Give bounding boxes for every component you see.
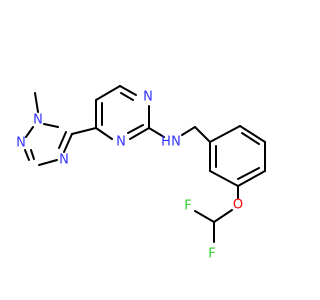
bond-pyr-c2-n3: [129, 127, 150, 140]
atom-n-pyrimidine-top: N: [143, 90, 153, 105]
atom-n-amine: N: [171, 135, 181, 150]
atom-f-top: F: [184, 199, 191, 214]
molecule-structure: N N N H N N N O F F: [16, 85, 266, 262]
bond-benz-5: [209, 170, 239, 187]
atom-h-amine: H: [161, 135, 171, 150]
bond-pyr-c6-n1: [119, 85, 137, 96]
bond-cf-f-top: [194, 210, 215, 223]
bond-pyr-c2-n3-double: [127, 124, 144, 134]
bond-pyr-n3-c4: [95, 127, 113, 140]
bond-ch2-benzene: [194, 126, 211, 143]
bond-triazole-c3-n2-double: [30, 149, 35, 160]
bond-pyr-amine: [148, 127, 165, 138]
bond-triazole-c5-n4-double: [58, 131, 67, 149]
bond-triazole-n2-n1: [25, 126, 34, 138]
bond-o-cf: [213, 209, 233, 223]
atom-f-bottom: F: [208, 247, 215, 262]
bond-triazole-pyrimidine: [71, 127, 97, 135]
bond-benz-4: [237, 170, 266, 187]
bond-triazole-n1-c5: [43, 123, 59, 128]
bond-pyr-c5-c6: [95, 85, 121, 101]
bond-triazole-c5-n4: [63, 133, 73, 153]
atom-n-pyrimidine-bottom: N: [116, 135, 126, 150]
atom-n-triazole-4: N: [59, 153, 69, 168]
atom-n-triazole-2: N: [16, 136, 26, 151]
bond-triazole-n4-c3: [38, 159, 58, 166]
bond-benz-2-double: [241, 132, 260, 145]
bonds: [24, 85, 266, 243]
bond-benz-1: [209, 125, 241, 143]
bond-pyr-c6-n1-double: [120, 92, 134, 101]
atom-o-ether: O: [233, 198, 243, 213]
bond-benz-4-double: [237, 167, 260, 180]
bond-amine-ch2: [181, 126, 196, 136]
atom-labels: N N N H N N N O F F: [16, 90, 243, 262]
bond-triazole-c3-n2: [24, 149, 30, 161]
atom-n-triazole-1: N: [33, 113, 43, 128]
bond-benz-2: [239, 125, 266, 143]
bond-methyl: [34, 92, 39, 113]
